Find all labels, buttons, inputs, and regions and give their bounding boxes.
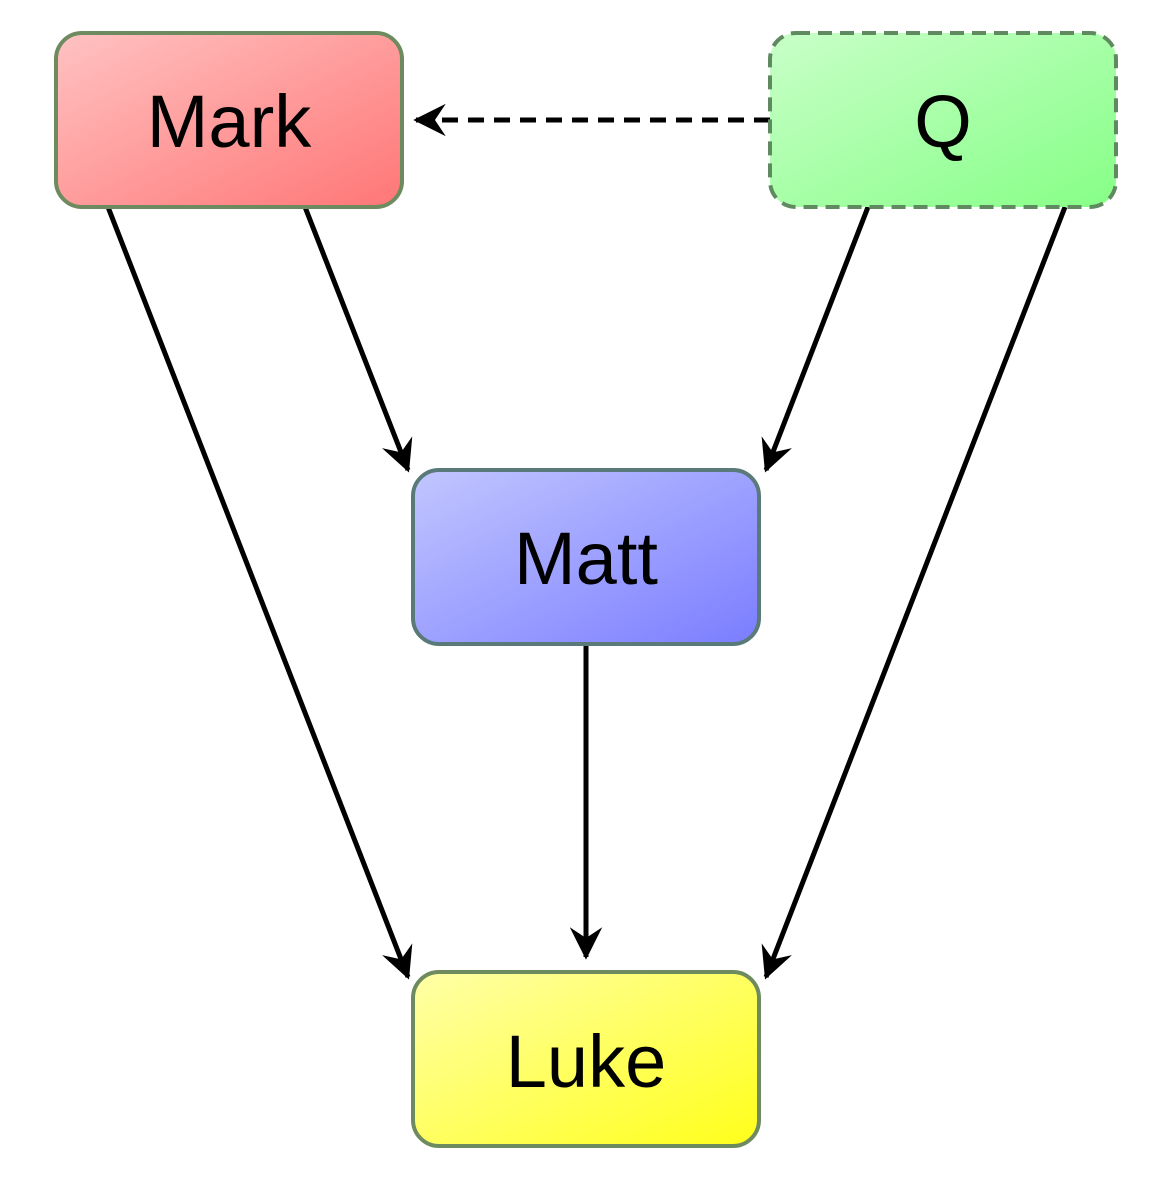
edge-q-to-matt — [761, 206, 871, 473]
node-matt-label: Matt — [514, 517, 658, 600]
edge-mark-to-luke — [105, 206, 413, 980]
node-luke-label: Luke — [506, 1020, 666, 1103]
node-matt: Matt — [411, 468, 761, 646]
node-mark-label: Mark — [147, 80, 312, 163]
node-q-label: Q — [914, 80, 972, 163]
node-q: Q — [768, 31, 1118, 209]
node-luke: Luke — [411, 970, 761, 1148]
node-mark: Mark — [54, 31, 404, 209]
edge-q-to-luke — [761, 206, 1068, 980]
edge-mark-to-matt — [302, 206, 413, 473]
